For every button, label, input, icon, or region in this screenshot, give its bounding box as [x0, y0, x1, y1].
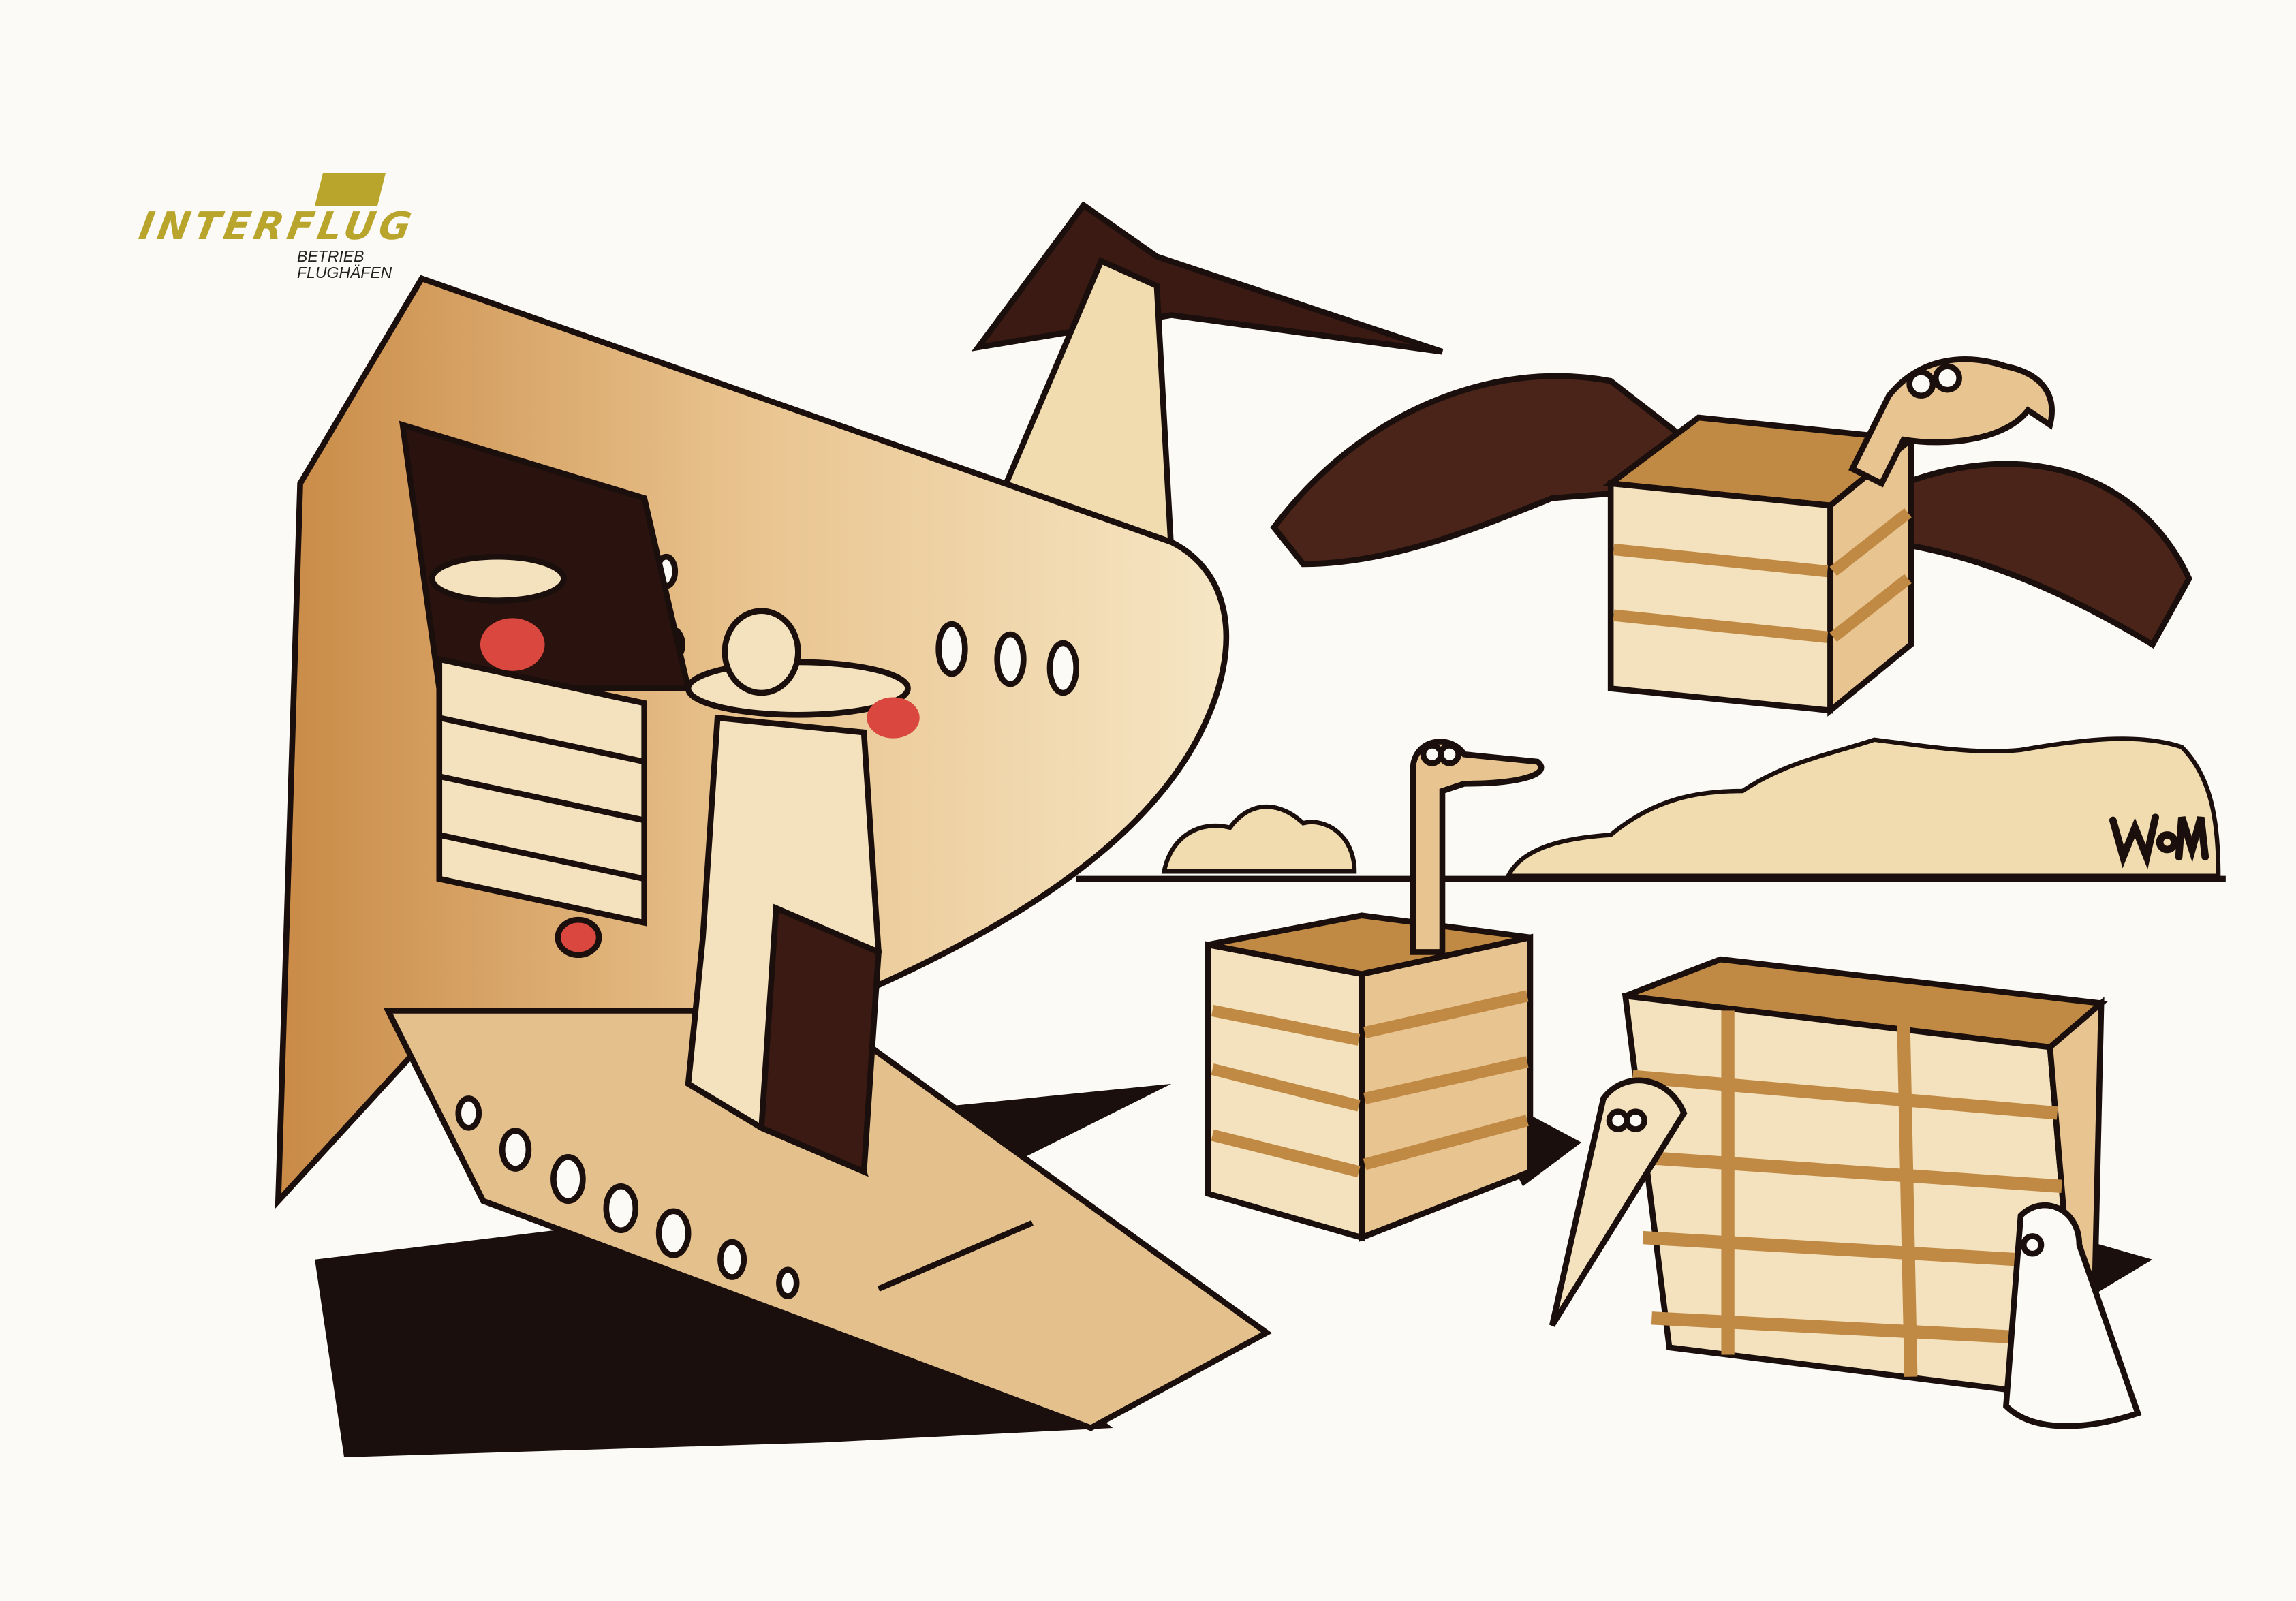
worker-in-door [429, 553, 567, 671]
bushes [1161, 736, 2221, 878]
logo-subtitle-line2: FLUGHÄFEN [297, 264, 392, 281]
airplane-tail [971, 201, 1444, 559]
interflug-logo-icon [315, 173, 386, 206]
pelican-crate [1549, 956, 2142, 1429]
cargo-ramp [383, 1008, 1273, 1431]
logo-subtitle-line1: BETRIEB [297, 247, 364, 265]
logo-subtitle: BETRIEB FLUGHÄFEN [297, 248, 392, 281]
vulture-flying-crate [1270, 356, 2192, 717]
ostrich-crate [1205, 739, 1545, 1242]
brand-logo: INTERFLUG [136, 204, 419, 249]
artist-signature [2109, 813, 2209, 869]
worker-figure [555, 608, 920, 1177]
carried-crate [436, 655, 647, 927]
